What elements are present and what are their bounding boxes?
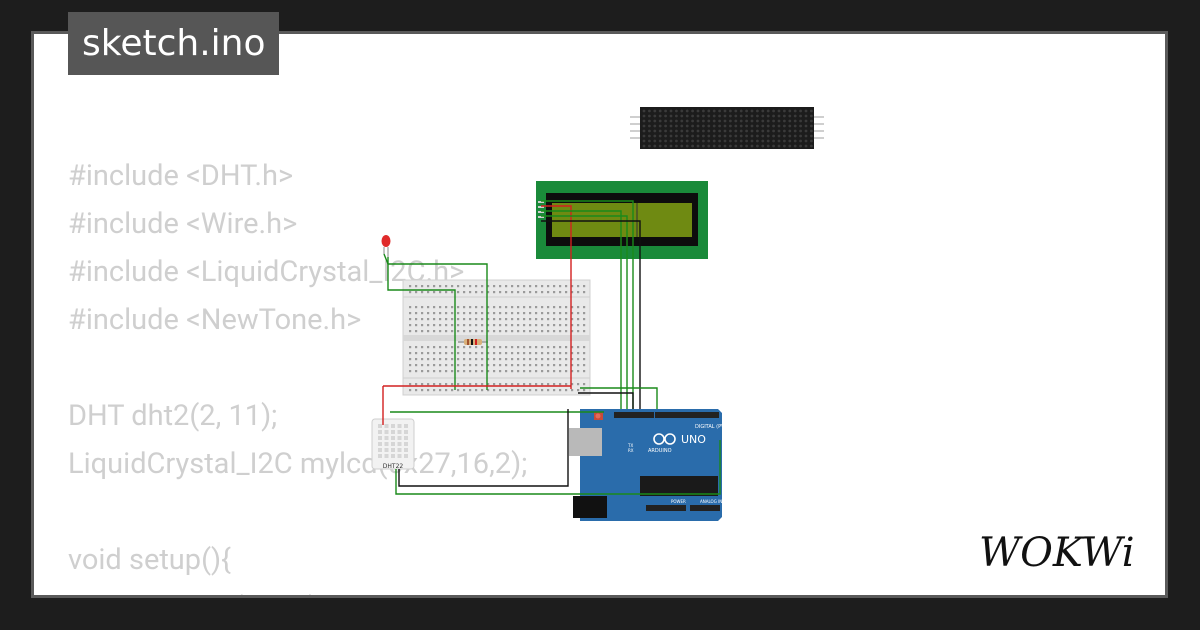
- brand-text: WOKWi: [979, 530, 1135, 576]
- code-preview: #include <DHT.h> #include <Wire.h> #includ…: [68, 152, 527, 595]
- dht22-label: DHT22: [383, 463, 404, 470]
- code-line: DHT dht2(2, 11);: [68, 399, 278, 433]
- resistor[interactable]: [458, 339, 488, 345]
- led-matrix[interactable]: [630, 107, 824, 149]
- code-line: #include <LiquidCrystal_I2C.h>: [68, 255, 465, 289]
- code-line: Serial.begin(9600);: [68, 584, 527, 595]
- lcd-display[interactable]: [536, 181, 708, 259]
- breadboard[interactable]: [402, 279, 591, 396]
- code-line: #include <Wire.h>: [68, 207, 298, 241]
- wires: [382, 200, 721, 495]
- digital-label: DIGITAL (PWM ~): [695, 424, 738, 430]
- code-line: #include <NewTone.h>: [68, 303, 362, 337]
- dht22-sensor[interactable]: DHT22: [371, 418, 415, 470]
- code-line: #include <DHT.h>: [68, 159, 294, 193]
- red-led[interactable]: [381, 235, 391, 257]
- wokwi-logo: WOKWi: [979, 530, 1135, 576]
- tx-label: TX: [627, 443, 633, 448]
- power-label: POWER: [671, 499, 686, 504]
- code-line: void setup(){: [68, 543, 231, 577]
- analog-label: ANALOG IN: [700, 499, 722, 504]
- arduino-logo-icon: [653, 433, 676, 445]
- arduino-uno[interactable]: DIGITAL (PWM ~) UNO ARDUINO TX RX POWER …: [569, 409, 738, 521]
- power-jack: [573, 496, 607, 518]
- board-subname: ARDUINO: [648, 448, 672, 454]
- atmega-chip: [640, 476, 718, 496]
- board-name: UNO: [681, 433, 706, 446]
- filename-tab[interactable]: sketch.ino: [68, 12, 280, 75]
- usb-port: [569, 428, 602, 456]
- rx-label: RX: [628, 448, 634, 453]
